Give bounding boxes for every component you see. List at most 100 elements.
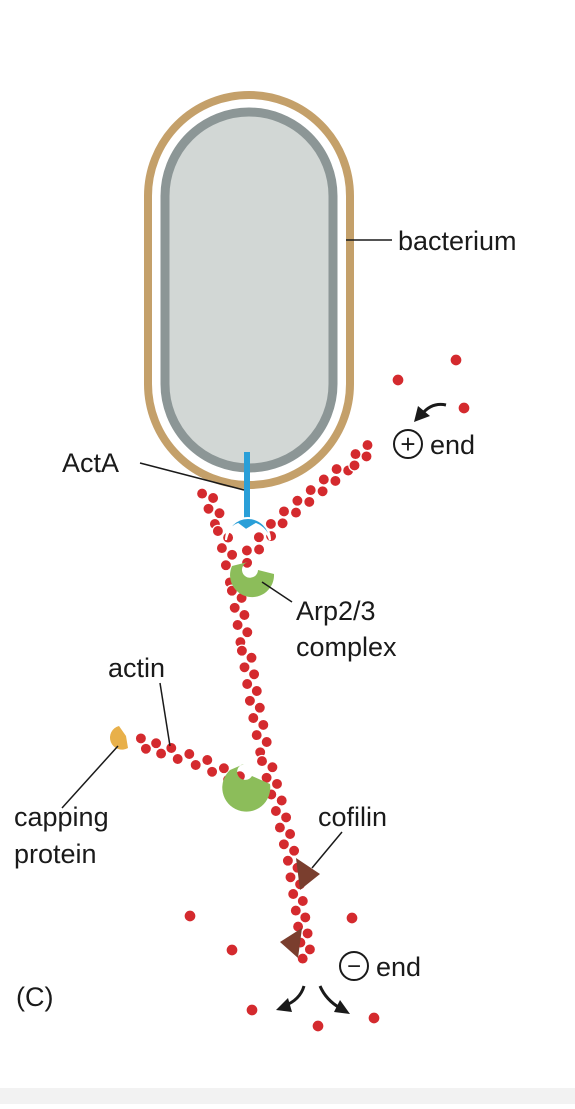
actin-monomer xyxy=(219,558,233,572)
free-actin-monomer xyxy=(391,373,405,387)
minus-sign: − xyxy=(347,953,361,980)
bacterium-cell-wall xyxy=(160,107,338,473)
free-actin-monomers xyxy=(183,353,471,1033)
arp23-complex-lower xyxy=(222,764,271,812)
minus-end-symbol: − xyxy=(339,951,369,981)
actin-monomer xyxy=(301,927,314,940)
actin-filaments xyxy=(134,438,374,965)
actin-monomer xyxy=(139,742,153,756)
actin-monomer xyxy=(304,483,317,497)
plus-end-symbol: + xyxy=(393,429,423,459)
actin-monomer xyxy=(154,747,168,760)
plus-sign: + xyxy=(400,429,415,459)
actin-monomer xyxy=(231,618,244,632)
actin-monomer xyxy=(217,761,231,775)
actin-monomer xyxy=(329,474,342,488)
actin-monomer xyxy=(247,668,261,681)
actin-monomer xyxy=(275,794,288,807)
actin-monomer xyxy=(201,753,214,767)
arp23-complex-upper xyxy=(230,562,275,598)
actin-monomer xyxy=(225,548,239,562)
actin-monomer xyxy=(266,760,279,774)
actin-monomer xyxy=(281,854,295,867)
free-actin-monomer xyxy=(345,911,359,925)
cofilin-lower xyxy=(280,928,302,958)
actin-label: actin xyxy=(108,653,165,683)
free-actin-monomer xyxy=(449,353,463,367)
actin-monomer xyxy=(253,701,267,714)
actin-monomer xyxy=(279,811,293,824)
actin-monomer xyxy=(240,544,254,557)
arp23-label-line2: complex xyxy=(296,632,397,662)
actin-monomer xyxy=(361,438,374,452)
actin-monomer xyxy=(260,735,273,749)
free-actin-monomer xyxy=(225,943,239,957)
actin-filament-main xyxy=(195,487,317,965)
minus-end-arrow-right xyxy=(318,985,350,1014)
actin-monomer xyxy=(171,752,184,766)
actin-monomer xyxy=(296,952,309,965)
cofilin-label: cofilin xyxy=(318,802,387,832)
cofilin-upper xyxy=(296,858,320,890)
actin-monomer xyxy=(287,844,301,857)
actin-monomer xyxy=(250,684,264,698)
actin-monomer xyxy=(202,502,215,516)
arp23-label-line1: Arp2/3 xyxy=(296,596,376,626)
actin-monomer xyxy=(245,651,258,664)
actin-monomer xyxy=(238,608,251,622)
footer-band xyxy=(0,1088,575,1104)
actin-monomer xyxy=(134,732,148,745)
plus-end-arrow xyxy=(414,402,447,422)
actin-monomer xyxy=(349,447,362,461)
actin-monomer xyxy=(252,543,266,556)
actin-monomer xyxy=(291,494,304,507)
actin-monomer xyxy=(205,765,219,779)
actin-monomer xyxy=(228,601,241,615)
actin-monomer xyxy=(360,450,373,463)
arp-leader-line xyxy=(261,581,293,603)
actin-monomer xyxy=(252,530,266,544)
actin-monomer xyxy=(276,517,289,530)
actin-leader-line xyxy=(159,682,171,747)
actin-monomer xyxy=(240,677,254,691)
actin-monomer xyxy=(238,661,251,674)
capping-protein-label-line2: protein xyxy=(14,839,97,869)
actin-monomer xyxy=(149,736,163,750)
capping-leader-line xyxy=(61,745,119,809)
actin-monomer xyxy=(183,747,196,761)
acta-leader-line xyxy=(139,462,245,491)
actin-monomer xyxy=(250,728,263,742)
actin-monomer xyxy=(277,505,291,518)
actin-monomer xyxy=(195,487,209,500)
free-actin-monomer xyxy=(367,1011,381,1025)
actin-monomer xyxy=(270,777,284,791)
actin-monomer xyxy=(269,804,283,818)
actin-monomer xyxy=(296,894,310,908)
acta-head xyxy=(225,517,271,541)
minus-end-label: end xyxy=(376,952,421,982)
actin-monomer xyxy=(255,754,269,768)
actin-monomer xyxy=(277,838,291,851)
acta-protein xyxy=(225,452,271,541)
free-actin-monomer xyxy=(245,1003,259,1017)
actin-monomer xyxy=(289,904,303,917)
free-actin-monomer xyxy=(183,909,197,923)
actin-monomer xyxy=(317,473,331,486)
capping-protein-label-line1: capping xyxy=(14,802,109,832)
minus-end-arrow-left xyxy=(276,985,306,1012)
actin-monomer xyxy=(213,506,226,520)
actin-filament-plus-branch xyxy=(240,438,374,570)
actin-monomer xyxy=(348,459,361,472)
actin-monomer xyxy=(235,644,249,657)
actin-monomer xyxy=(286,887,300,901)
acta-stalk xyxy=(244,452,250,528)
actin-monomer xyxy=(273,821,287,834)
actin-monomer xyxy=(241,625,254,639)
actin-monomer xyxy=(284,871,297,884)
actin-monomer xyxy=(165,741,178,755)
panel-label: (C) xyxy=(16,982,53,1012)
actin-monomer xyxy=(289,506,303,519)
actin-monomer xyxy=(330,462,343,476)
